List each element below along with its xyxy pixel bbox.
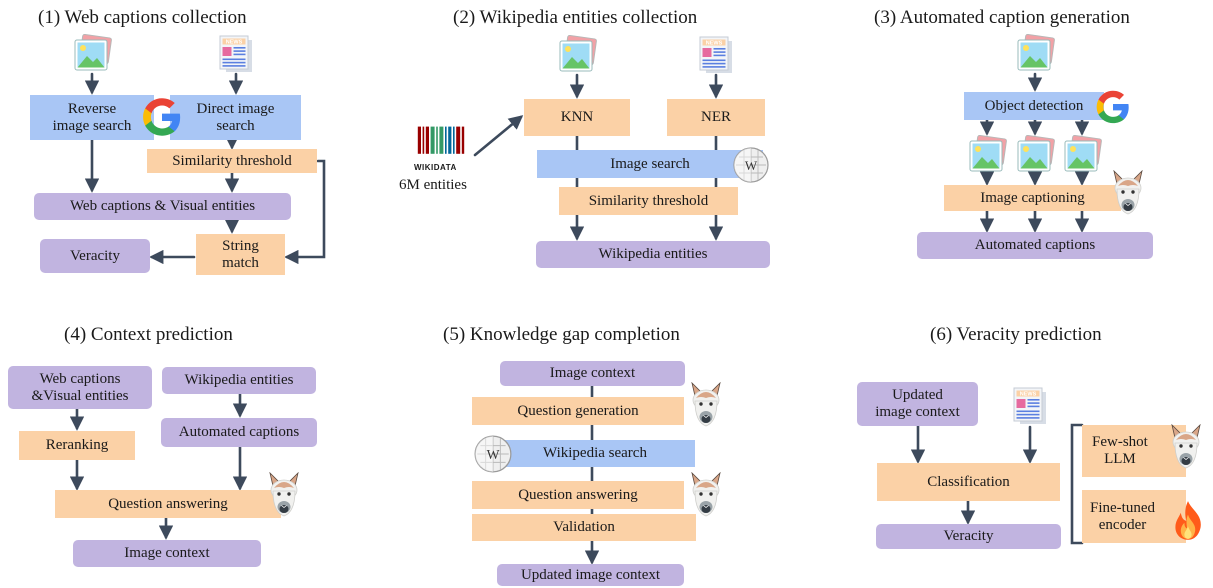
direct-image-search-box: Direct image search [170,95,301,140]
validation-box: Validation [472,514,696,541]
question-generation-box: Question generation [472,397,684,425]
panel3-title: (3) Automated caption generation [874,7,1130,28]
panel5-title: (5) Knowledge gap completion [443,324,680,345]
news-icon [216,34,256,74]
llama-icon [686,382,726,428]
ner-box: NER [667,99,765,136]
entities-count-label: 6M entities [399,177,467,193]
image-icon [1015,135,1055,175]
veracity-box: Veracity [40,239,150,273]
image-context-box: Image context [73,540,261,567]
automated-captions-box: Automated captions [917,232,1153,259]
reranking-box: Reranking [19,431,135,460]
veracity-box: Veracity [876,524,1061,549]
updated-image-context-box: Updated image context [497,564,684,586]
llama-icon [686,472,726,518]
few-shot-llm-box: Few-shot LLM [1082,425,1186,477]
question-answering-box: Question answering [55,490,281,518]
wikidata-label: WIKIDATA [414,163,457,172]
wikidata-barcode-icon [412,125,470,165]
image-search-box: Image search [537,150,763,178]
wikipedia-icon [472,433,514,475]
fire-icon [1170,498,1206,542]
classification-box: Classification [877,463,1060,501]
wikipedia-entities-box: Wikipedia entities [536,241,770,268]
web-captions-visual-entities-box: Web captions & Visual entities [34,193,291,220]
panel1-title: (1) Web captions collection [38,7,247,28]
knn-box: KNN [524,99,630,136]
image-icon [1015,34,1055,74]
wikipedia-entities-box: Wikipedia entities [162,367,316,394]
llama-icon [1166,424,1206,470]
reverse-image-search-box: Reverse image search [30,95,154,140]
image-icon [72,34,112,74]
image-icon [967,135,1007,175]
wikipedia-search-box: Wikipedia search [495,440,695,467]
similarity-threshold-box: Similarity threshold [559,187,738,215]
image-icon [1062,135,1102,175]
google-icon [1094,88,1132,126]
llama-icon [1108,170,1148,216]
panel4-title: (4) Context prediction [64,324,233,345]
image-captioning-box: Image captioning [944,185,1121,211]
similarity-threshold-box: Similarity threshold [147,149,317,173]
panel6-title: (6) Veracity prediction [930,324,1102,345]
image-context-box: Image context [500,361,685,386]
web-captions-visual-entities-box: Web captions &Visual entities [8,366,152,409]
automated-captions-box: Automated captions [161,418,317,447]
image-icon [557,35,597,75]
panel2-title: (2) Wikipedia entities collection [453,7,698,28]
llama-icon [264,472,304,518]
news-icon [696,35,736,75]
news-icon [1010,386,1050,426]
wikipedia-icon [731,145,771,185]
string-match-box: String match [196,234,285,275]
fine-tuned-encoder-box: Fine-tuned encoder [1082,490,1186,543]
object-detection-box: Object detection [964,92,1104,120]
google-icon [140,95,184,139]
updated-image-context-box: Updated image context [857,382,978,426]
question-answering-box: Question answering [472,481,684,509]
